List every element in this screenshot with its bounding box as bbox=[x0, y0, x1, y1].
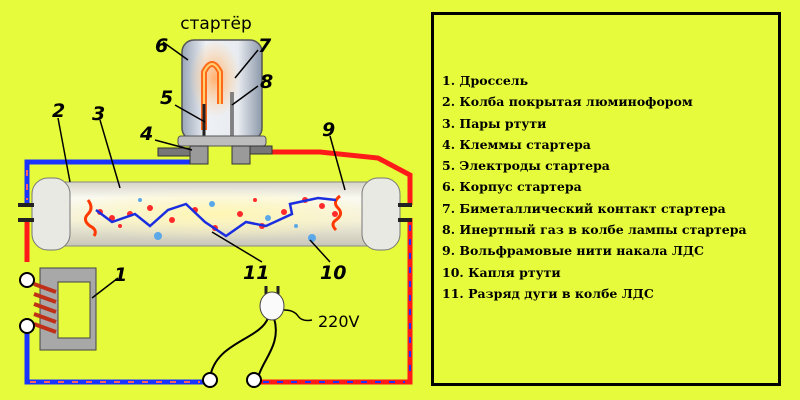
legend-item: 6. Корпус стартера bbox=[442, 179, 582, 195]
current-flow-marks bbox=[26, 170, 411, 383]
legend-item: 1. Дроссель bbox=[442, 73, 529, 88]
choke bbox=[19, 267, 97, 351]
legend-item: 8. Инертный газ в колбе лампы стартера bbox=[442, 222, 747, 238]
arc-discharge bbox=[95, 196, 337, 238]
fluorescent-tube bbox=[18, 177, 412, 251]
legend-item: 9. Вольфрамовые нити накала ЛДС bbox=[442, 243, 704, 259]
starter-title: стартёр bbox=[180, 14, 252, 34]
legend-item: 11. Разряд дуги в колбе ЛДС bbox=[442, 285, 654, 301]
legend-item: 7. Биметаллический контакт стартера bbox=[442, 200, 726, 216]
legend-item: 2. Колба покрытая люминофором bbox=[442, 94, 693, 110]
voltage-label: 220V bbox=[318, 312, 360, 331]
callout-1: 1 bbox=[114, 264, 127, 286]
wire-right-top bbox=[270, 149, 413, 205]
leader-lines bbox=[57, 41, 346, 299]
legend-box: 1. Дроссель 2. Колба покрытая люминофоро… bbox=[431, 12, 781, 386]
legend-item: 10. Капля ртути bbox=[442, 264, 561, 280]
power-plug bbox=[202, 286, 313, 388]
callout-2: 2 bbox=[52, 100, 65, 122]
choke-coil bbox=[33, 282, 57, 334]
callout-10: 10 bbox=[320, 262, 346, 284]
callout-4: 4 bbox=[139, 123, 153, 145]
callout-7: 7 bbox=[258, 35, 272, 57]
legend-list: 1. Дроссель 2. Колба покрытая люминофоро… bbox=[442, 70, 747, 304]
starter-base bbox=[177, 135, 267, 147]
plug-cable bbox=[209, 317, 269, 379]
starter-terminal-left bbox=[189, 145, 209, 165]
callout-11: 11 bbox=[243, 262, 269, 284]
callout-9: 9 bbox=[322, 119, 335, 141]
filament-right bbox=[331, 194, 343, 232]
choke-terminal-top bbox=[19, 272, 35, 288]
tube-end-right bbox=[361, 177, 401, 251]
filament-left bbox=[83, 199, 97, 237]
legend-item: 5. Электроды стартера bbox=[442, 158, 610, 174]
wire-left-top bbox=[24, 159, 190, 205]
choke-terminal-bottom bbox=[19, 318, 35, 334]
callout-8: 8 bbox=[260, 71, 273, 93]
legend-item: 3. Пары ртути bbox=[442, 115, 547, 131]
callout-5: 5 bbox=[160, 87, 173, 109]
mains-terminal-right bbox=[246, 372, 262, 388]
mercury-vapor-dots bbox=[138, 198, 316, 242]
mains-terminal-left bbox=[202, 372, 218, 388]
starter bbox=[157, 39, 273, 165]
starter-terminal-right bbox=[231, 145, 251, 165]
plug-body bbox=[259, 291, 285, 321]
legend-item: 4. Клеммы стартера bbox=[442, 136, 591, 152]
tube-end-left bbox=[31, 177, 71, 251]
callout-6: 6 bbox=[155, 35, 168, 57]
callout-3: 3 bbox=[92, 103, 105, 125]
